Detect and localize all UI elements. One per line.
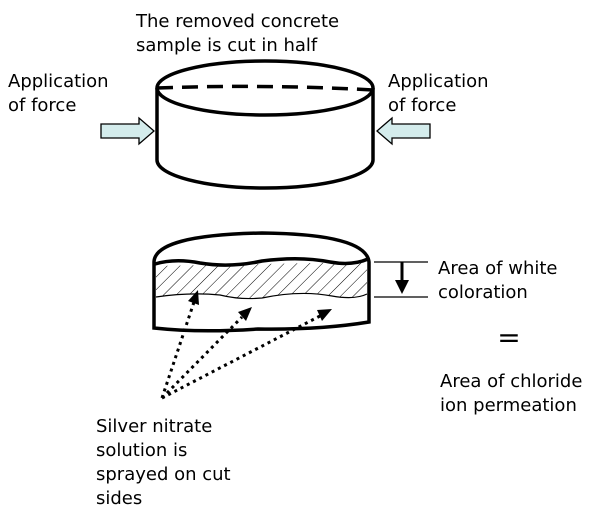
spray-label-line-2: solution is: [96, 440, 187, 461]
chloride-area-label-line-1: Area of chloride: [440, 371, 582, 392]
spray-pointers: [160, 301, 321, 400]
force-label-right-line-1: Application: [388, 71, 489, 92]
top-caption-line-1: The removed concrete: [135, 11, 339, 32]
coloration-boundary-line: [155, 292, 368, 300]
spray-pointer-3: [161, 314, 321, 400]
force-arrow-left-icon: [100, 116, 155, 146]
coloration-depth-indicator: [374, 261, 428, 298]
cut-line: [156, 84, 374, 92]
white-area-label: Area of white coloration: [438, 258, 557, 303]
spray-pointer-3-head-icon: [317, 309, 332, 321]
white-area-label-line-1: Area of white: [438, 258, 557, 279]
chloride-area-label: Area of chloride ion permeation: [440, 371, 582, 416]
force-label-left-line-2: of force: [8, 95, 76, 116]
chloride-area-label-line-2: ion permeation: [440, 395, 577, 416]
white-area-label-line-2: coloration: [438, 282, 528, 303]
spray-pointer-2: [160, 315, 244, 400]
spray-pointer-1-head-icon: [188, 290, 199, 305]
equals-sign: =: [497, 321, 520, 354]
white-coloration-band: [156, 262, 367, 299]
top-caption: The removed concrete sample is cut in ha…: [135, 11, 339, 56]
spray-label-line-1: Silver nitrate: [96, 416, 212, 437]
cut-surface-top-edge: [154, 256, 369, 267]
spray-pointer-1: [160, 301, 196, 399]
spray-pointer-2-head-icon: [238, 307, 252, 321]
spray-label-line-4: sides: [96, 488, 142, 509]
spray-label: Silver nitrate solution is sprayed on cu…: [96, 416, 231, 509]
force-label-left-line-1: Application: [8, 71, 109, 92]
force-label-left: Application of force: [8, 71, 109, 116]
top-caption-line-2: sample is cut in half: [136, 35, 318, 56]
force-label-right: Application of force: [388, 71, 489, 116]
force-arrow-right-icon: [376, 116, 431, 146]
concrete-sample-cylinder: [155, 59, 375, 190]
spray-label-line-3: sprayed on cut: [96, 464, 231, 485]
cut-sample-half: [152, 231, 371, 333]
force-label-right-line-2: of force: [388, 95, 456, 116]
depth-arrow-head-icon: [395, 280, 409, 294]
